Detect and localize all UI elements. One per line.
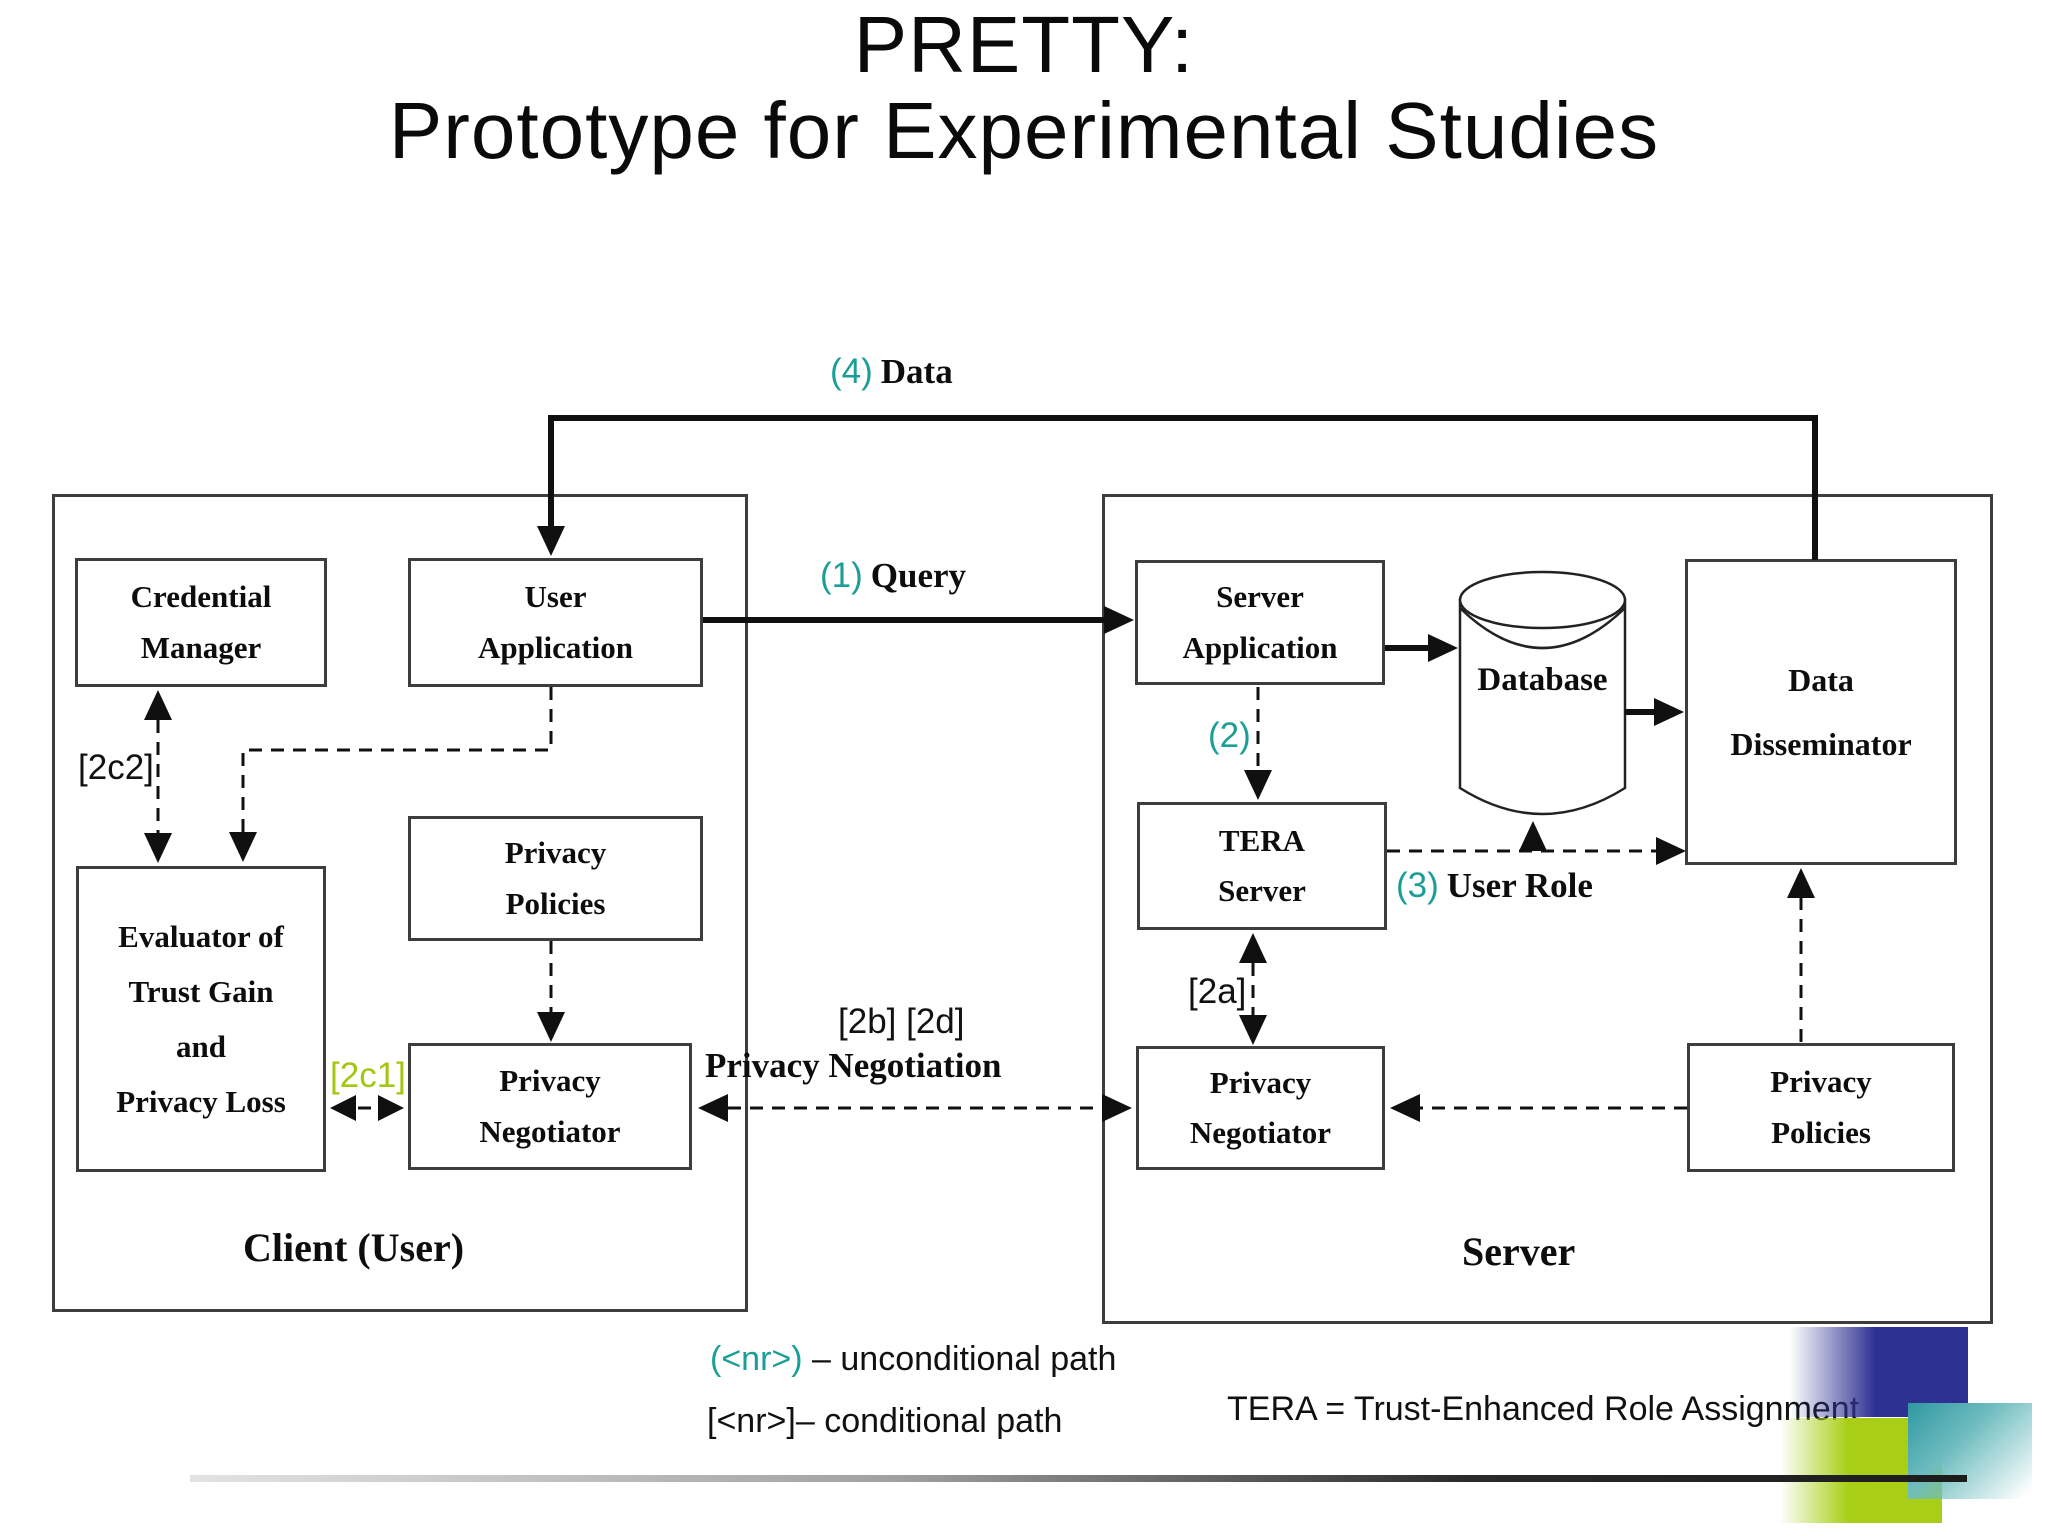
- flow-word-data: Data: [880, 352, 953, 391]
- box-privacy-policies-server: Privacy Policies: [1687, 1043, 1955, 1172]
- flow-label-query: (1)Query: [820, 556, 966, 596]
- box-label: Privacy: [504, 835, 607, 871]
- flow-num-3: (3): [1396, 866, 1439, 905]
- bottom-rule: [190, 1475, 1967, 1482]
- legend-tera-definition: TERA = Trust-Enhanced Role Assignment: [1227, 1390, 1860, 1428]
- box-label: Privacy Loss: [116, 1084, 286, 1120]
- box-label: User: [524, 579, 587, 615]
- box-label: and: [176, 1029, 226, 1064]
- box-label: Trust Gain: [128, 973, 274, 1009]
- flow-num-1: (1): [820, 556, 863, 595]
- slide-title-line2: Prototype for Experimental Studies: [388, 86, 1660, 176]
- flow-word-query: Query: [870, 556, 967, 595]
- box-label: Manager: [140, 629, 262, 665]
- flow-label-2b-2d: [2b] [2d]: [838, 1002, 965, 1041]
- box-label: Negotiator: [1189, 1115, 1332, 1150]
- flow-num-2c1: [2c1]: [330, 1056, 406, 1095]
- flow-word-user-role: User Role: [1446, 866, 1593, 905]
- flow-label-user-role: (3)User Role: [1396, 866, 1593, 906]
- legend-unconditional: (<nr>) – unconditional path: [710, 1340, 1116, 1379]
- box-server-application: Server Application: [1135, 560, 1385, 685]
- legend-conditional: [<nr>]– conditional path: [707, 1402, 1063, 1440]
- box-label: Policies: [505, 885, 606, 921]
- client-group-label: Client (User): [243, 1225, 465, 1270]
- flow-label-2c2: [2c2]: [78, 748, 154, 787]
- flow-label-data: (4)Data: [830, 352, 953, 392]
- box-privacy-negotiator-client: Privacy Negotiator: [408, 1043, 692, 1170]
- box-tera-server: TERA Server: [1137, 802, 1387, 930]
- flow-num-2: (2): [1208, 716, 1251, 755]
- slide-title-line1: PRETTY:: [853, 0, 1195, 89]
- box-data-disseminator: Data Disseminator: [1685, 559, 1957, 865]
- flow-num-4: (4): [830, 352, 873, 391]
- decorative-teal-square: [1908, 1403, 2032, 1499]
- flow-label-2a: [2a]: [1188, 972, 1247, 1011]
- server-group-label: Server: [1462, 1229, 1576, 1274]
- box-label: Privacy: [499, 1063, 601, 1099]
- database-label: Database: [1477, 662, 1608, 698]
- box-credential-manager: Credential Manager: [75, 558, 327, 687]
- box-label: Policies: [1771, 1114, 1871, 1150]
- box-label: Negotiator: [479, 1113, 621, 1149]
- box-label: Privacy: [1209, 1064, 1312, 1100]
- box-label: Evaluator of: [118, 918, 284, 954]
- slide-title: PRETTY: Prototype for Experimental Studi…: [0, 0, 2048, 176]
- box-user-application: User Application: [408, 558, 703, 687]
- flow-label-2c1: [2c1]: [330, 1056, 406, 1096]
- box-label: Application: [1182, 629, 1338, 665]
- box-privacy-negotiator-server: Privacy Negotiator: [1136, 1046, 1385, 1170]
- box-label: Server: [1216, 579, 1304, 615]
- box-label: Privacy: [1770, 1064, 1872, 1100]
- client-group-box: [52, 494, 748, 1312]
- legend-unconditional-num: (<nr>): [710, 1340, 803, 1378]
- box-label: Application: [477, 629, 634, 665]
- flow-label-privacy-negotiation: Privacy Negotiation: [705, 1046, 1002, 1085]
- box-label: Credential: [130, 579, 272, 615]
- box-evaluator-trust-gain-privacy-loss: Evaluator of Trust Gain and Privacy Loss: [76, 866, 326, 1172]
- decorative-blue-square: [1790, 1327, 1968, 1417]
- legend-unconditional-text: – unconditional path: [802, 1340, 1117, 1378]
- flow-label-step2: (2): [1208, 716, 1251, 756]
- box-privacy-policies-client: Privacy Policies: [408, 816, 703, 941]
- box-label: Disseminator: [1730, 726, 1912, 762]
- box-label: Server: [1218, 873, 1306, 908]
- box-label: Data: [1788, 662, 1854, 698]
- box-label: TERA: [1218, 822, 1306, 858]
